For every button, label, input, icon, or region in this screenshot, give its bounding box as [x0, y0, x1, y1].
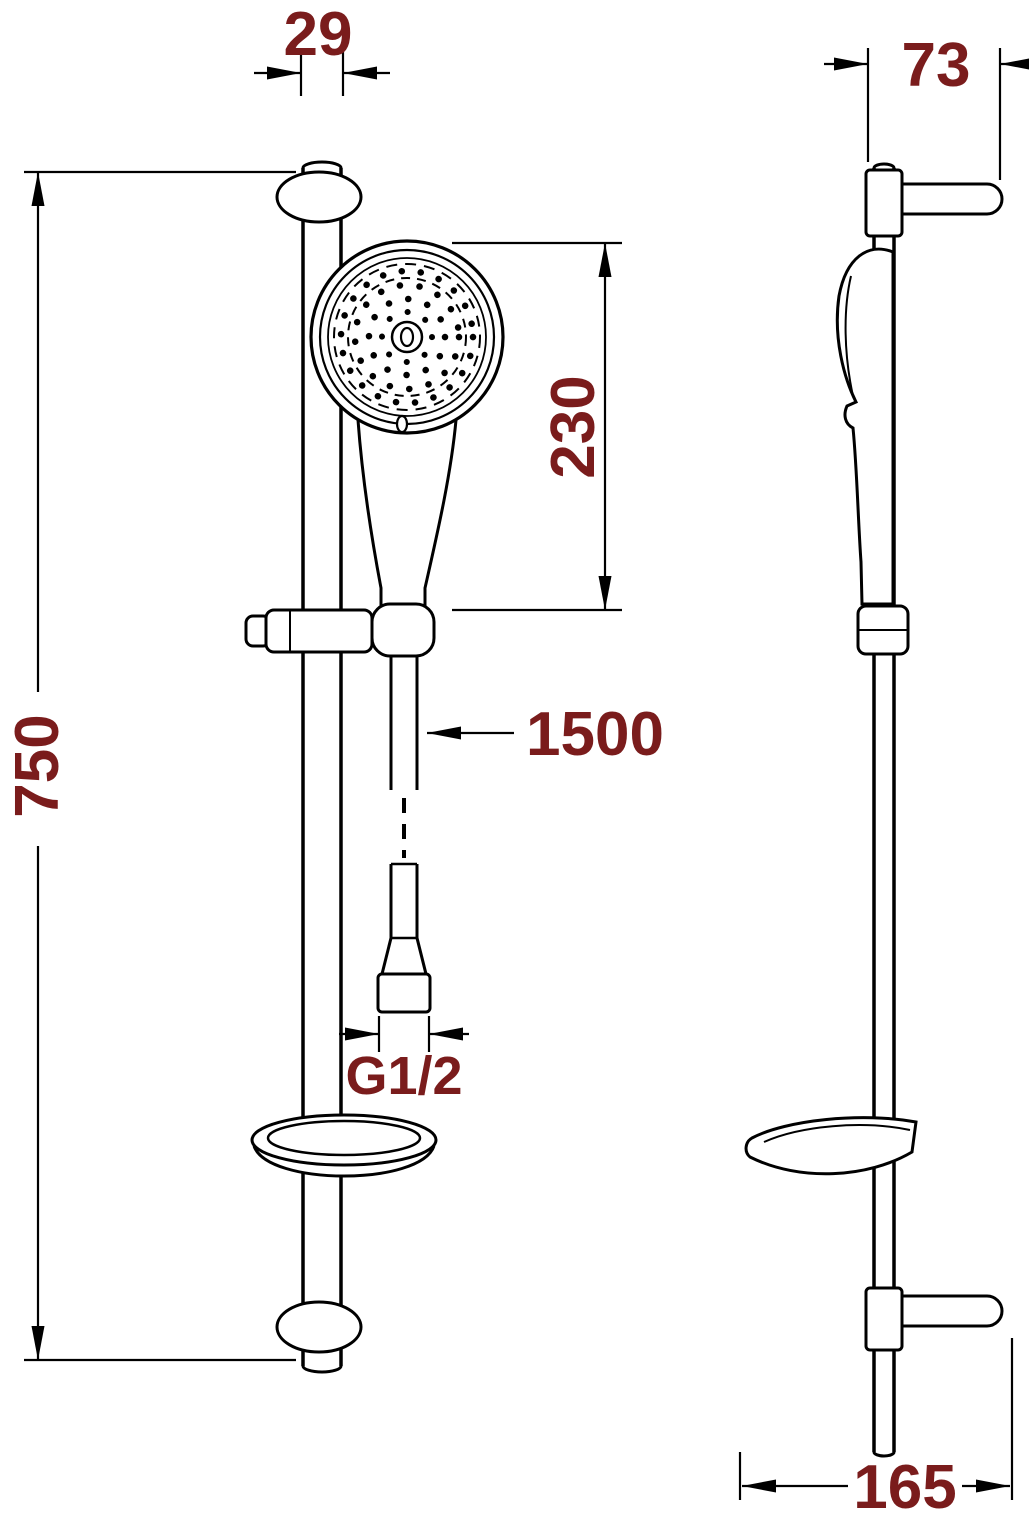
front-soap-dish [250, 1113, 438, 1178]
spray-dot-ring-3 [365, 295, 449, 379]
spray-dot-ring-4 [379, 309, 435, 365]
dim-hose-length: 1500 [427, 700, 664, 769]
holder-handle-cup [370, 602, 436, 658]
side-slider-holder [856, 604, 910, 656]
front-rail-top-cap [301, 160, 343, 169]
side-soap-dish [744, 1116, 918, 1176]
head-center-cap [390, 320, 424, 354]
dim-750-label: 750 [3, 714, 72, 817]
dim-g12-label: G1/2 [345, 1046, 462, 1106]
dimensions: 29 750 230 1500 G1/2 [3, 0, 1029, 1522]
hose-lower-segment [376, 862, 432, 1014]
dim-bracket-depth: 73 [824, 31, 1029, 180]
handset-profile-face-line [844, 275, 854, 397]
front-bottom-wall-mount [275, 1300, 363, 1354]
dim-1500-label: 1500 [526, 700, 664, 769]
dim-rail-width: 29 [254, 0, 390, 96]
handset-head [309, 239, 505, 435]
spray-dot-ring-1 [337, 267, 477, 407]
handset-profile-outline [835, 247, 895, 606]
dim-165-label: 165 [853, 1453, 956, 1522]
front-slider-holder [244, 608, 374, 654]
dim-29-label: 29 [284, 0, 353, 69]
connector-cone-right [415, 937, 428, 975]
side-soap-dish-inner-line [763, 1124, 911, 1143]
spray-dot-ring-2 [351, 281, 463, 393]
top-bracket-collar [864, 168, 904, 238]
soap-dish-inner [266, 1119, 422, 1157]
side-handset-profile [835, 247, 895, 606]
side-soap-dish-outline [744, 1116, 918, 1176]
front-rail-bottom-cap [301, 1365, 343, 1374]
dim-handset-height: 230 [452, 241, 622, 612]
front-top-wall-mount [275, 170, 363, 224]
bottom-bracket-collar [864, 1286, 904, 1352]
dim-base-depth: 165 [738, 1338, 1014, 1522]
side-rail-bottom-cap [872, 1451, 896, 1458]
soap-dish-rim [250, 1113, 438, 1167]
side-top-bracket [864, 168, 1004, 238]
front-view [244, 160, 505, 1374]
handset-handle [356, 418, 458, 612]
side-bottom-bracket [864, 1286, 1004, 1352]
side-rail-top-cap [872, 162, 896, 169]
head-scallop-pattern-outer [333, 263, 481, 411]
dim-230-label: 230 [539, 375, 608, 478]
hose-upper-segment [389, 656, 419, 790]
side-view [744, 162, 1004, 1458]
head-mode-button [395, 414, 409, 434]
head-center-nozzle [399, 326, 415, 348]
dim-rail-length: 750 [3, 170, 296, 1362]
head-scallop-pattern-inner [347, 277, 467, 397]
connector-nut [376, 972, 432, 1014]
dim-thread-size: G1/2 [339, 1016, 469, 1106]
holder-body [264, 608, 374, 654]
dim-73-label: 73 [902, 31, 971, 100]
connector-cone-left [380, 937, 393, 975]
head-face-edge [327, 257, 487, 417]
